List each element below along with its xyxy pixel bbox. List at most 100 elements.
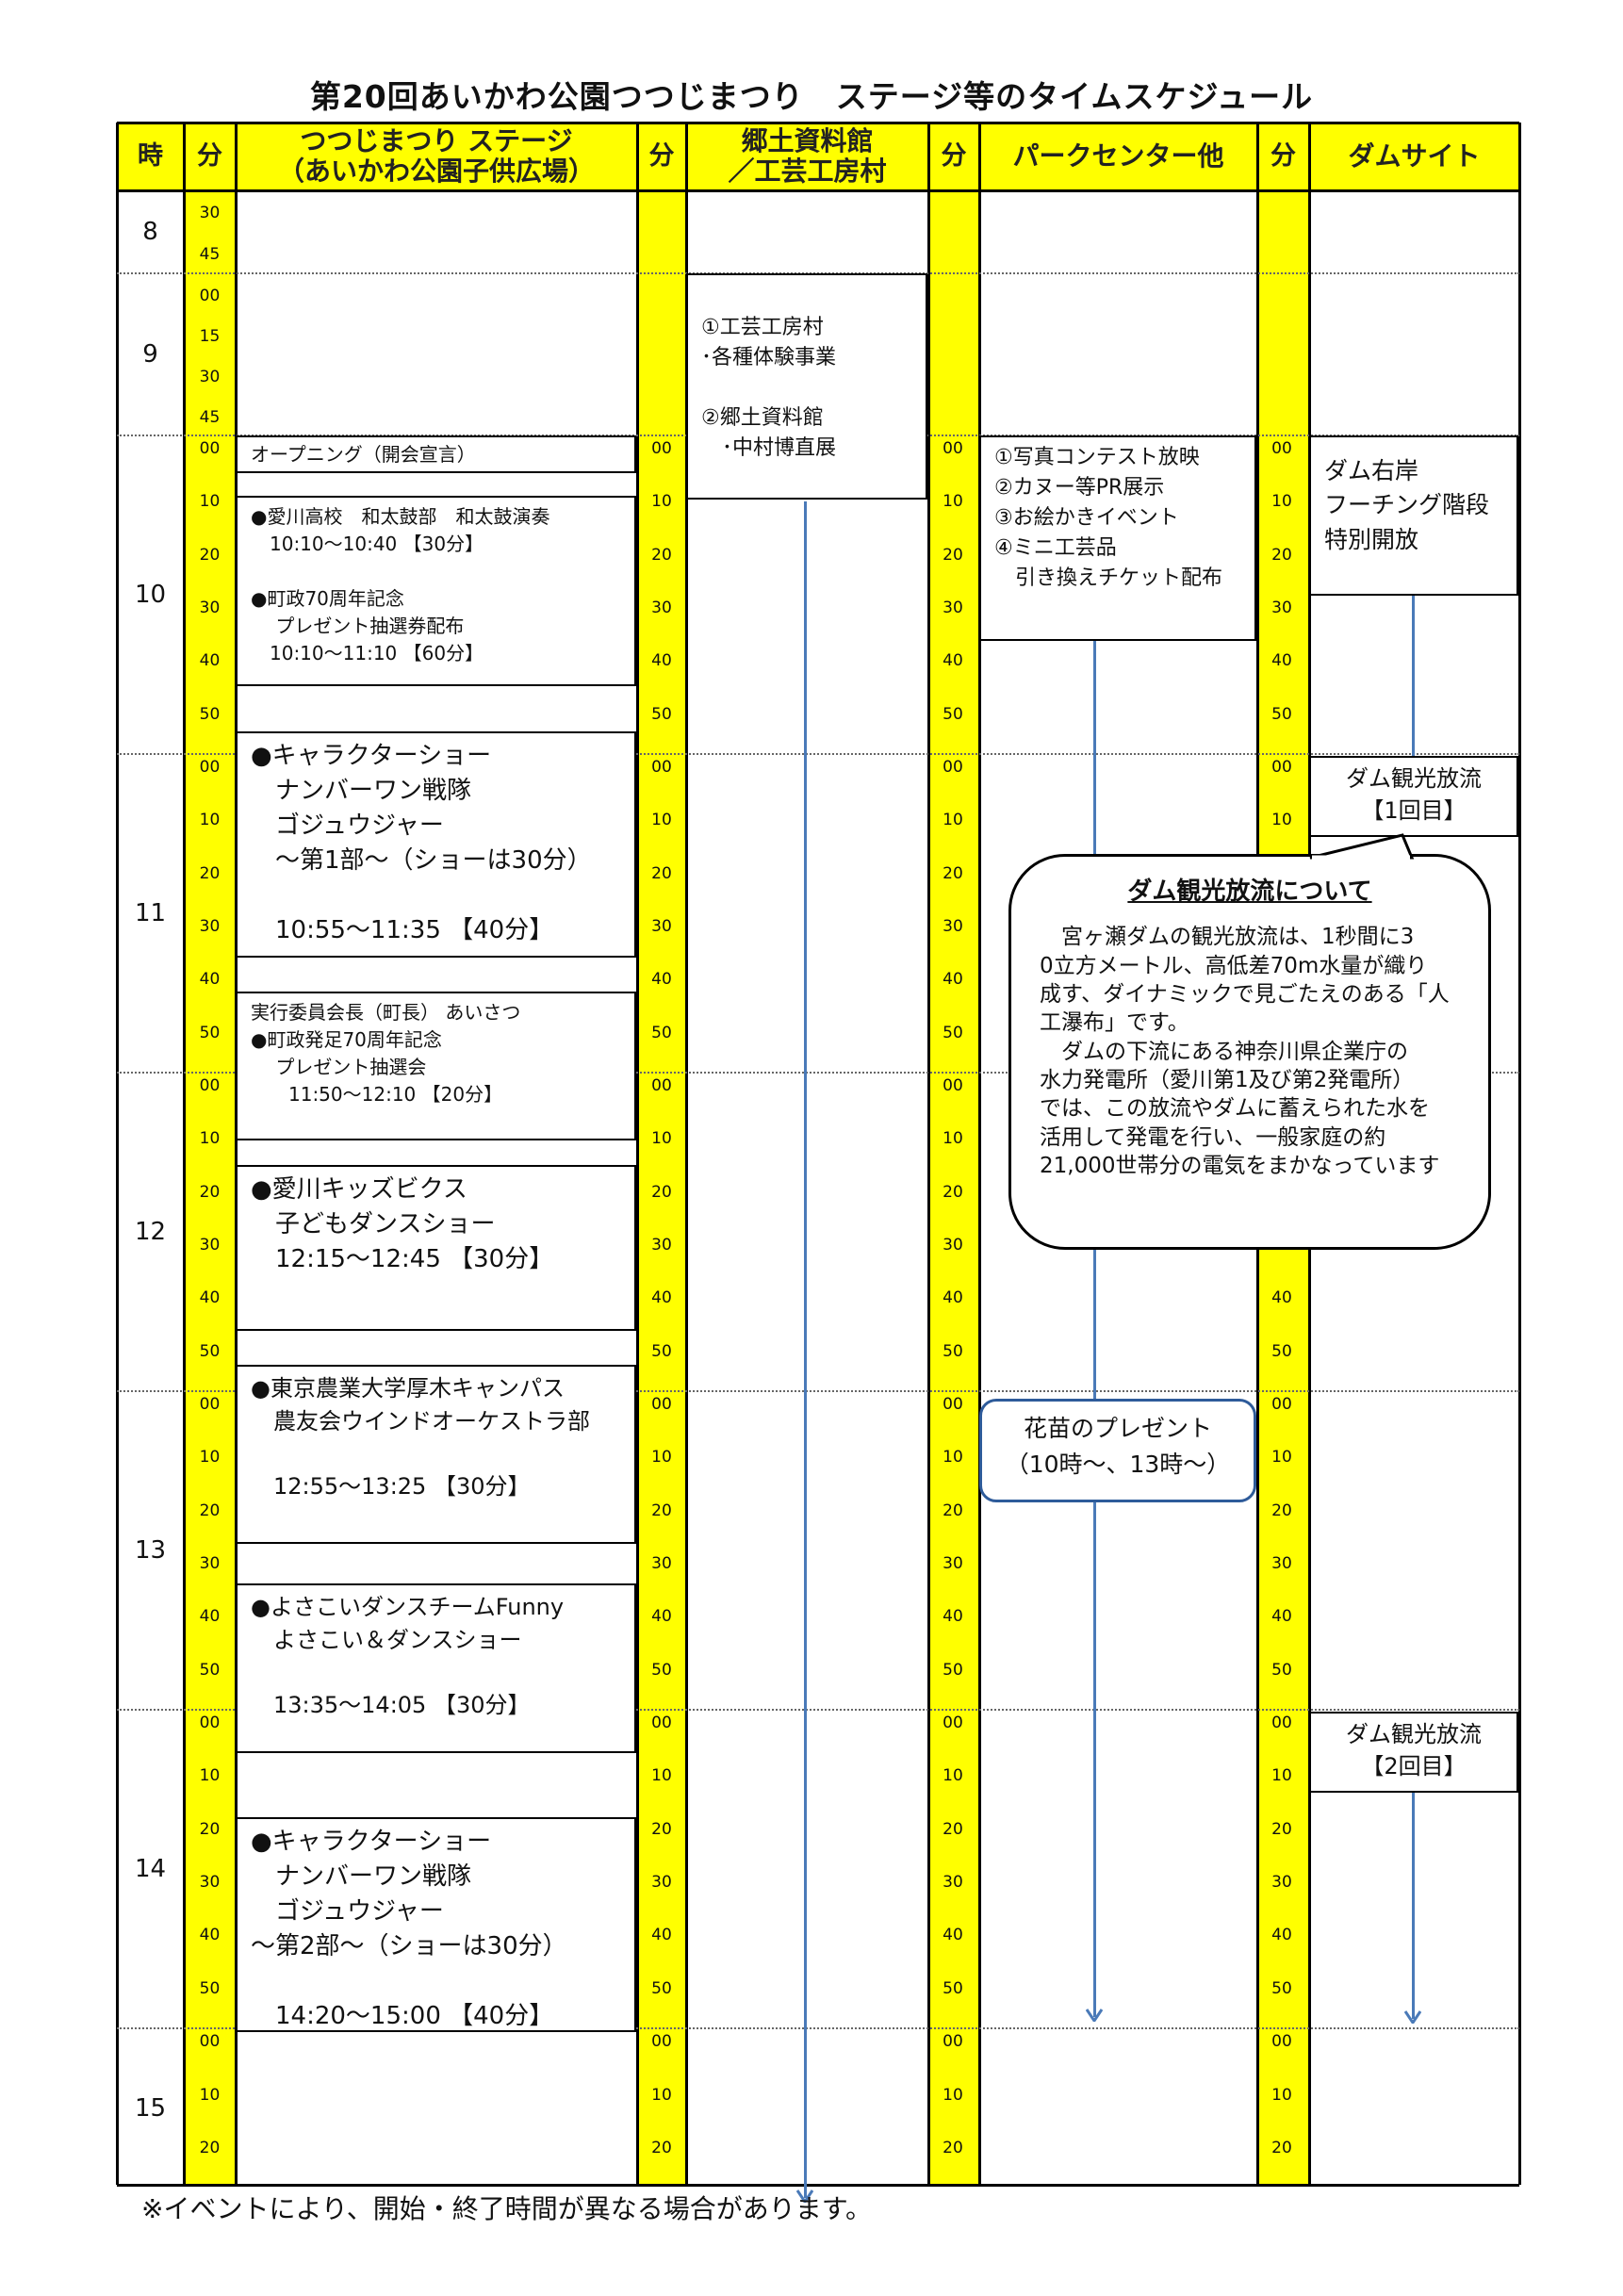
text-line: ゴジュウジャー xyxy=(251,811,444,840)
minute-label: 40 xyxy=(943,1288,963,1308)
minute-label: 00 xyxy=(199,286,221,305)
opening-box: オープニング（開会宣言） xyxy=(236,435,636,473)
kyodo-arrow-line xyxy=(804,501,807,2198)
tokyo-agri-box: ●東京農業大学厚木キャンパス 農友会ウインドオーケストラ部 12:55～13:2… xyxy=(236,1365,636,1544)
header-stage: つつじまつり ステージ （あいかわ公園子供広場） xyxy=(236,123,637,190)
minute-label: 10 xyxy=(943,492,963,512)
header-hour: 時 xyxy=(117,123,184,190)
callout-title: ダム観光放流について xyxy=(1127,877,1372,906)
minute-label: 10 xyxy=(651,811,672,830)
header-minute-4: 分 xyxy=(1257,123,1309,190)
minute-label: 50 xyxy=(199,1023,221,1042)
minute-label: 20 xyxy=(199,863,221,883)
minute-label: 40 xyxy=(651,1926,672,1945)
minute-label: 40 xyxy=(199,1607,221,1627)
minute-label: 20 xyxy=(943,863,963,883)
minute-label: 50 xyxy=(1271,1660,1292,1680)
text-line: フーチング階段 xyxy=(1324,491,1490,519)
text-line: ゴジュウジャー xyxy=(251,1896,444,1926)
grid-vline-6 xyxy=(978,123,981,2185)
minute-label: 00 xyxy=(943,2032,963,2051)
minute-label: 50 xyxy=(1271,1978,1292,1998)
text-line: ①工芸工房村 xyxy=(701,316,824,339)
text-line: ●愛川高校 和太鼓部 和太鼓演奏 xyxy=(251,505,550,528)
text-line: 実行委員会長（町長） あいさつ xyxy=(251,1001,521,1024)
dam-release-1-box: ダム観光放流【1回目】 xyxy=(1309,756,1518,837)
minute-label: 45 xyxy=(199,245,221,265)
text-line: ●キャラクターショー xyxy=(251,742,492,770)
text-line: （10時～、13時～） xyxy=(1005,1450,1231,1478)
minute-label: 50 xyxy=(199,1341,221,1361)
minute-label: 40 xyxy=(651,1288,672,1308)
hour-label: 11 xyxy=(134,899,167,927)
text-line: 引き換えチケット配布 xyxy=(994,566,1223,590)
minute-label: 40 xyxy=(199,970,221,990)
minute-label: 30 xyxy=(943,599,963,617)
minute-label: 10 xyxy=(1271,1448,1292,1468)
text-line: 花苗のプレゼント xyxy=(1023,1415,1212,1442)
grid-bottom-line xyxy=(117,2184,1519,2187)
minute-label: 30 xyxy=(1271,1554,1292,1573)
header-minute-3: 分 xyxy=(928,123,979,190)
minute-label: 50 xyxy=(199,704,221,724)
minute-label: 40 xyxy=(943,970,963,990)
text-line xyxy=(251,1657,621,1690)
minute-label: 40 xyxy=(199,1288,221,1308)
minute-label: 00 xyxy=(199,1714,221,1732)
minute-label: 30 xyxy=(943,1554,963,1573)
flower-present-box: 花苗のプレゼント （10時～、13時～） xyxy=(979,1399,1256,1502)
minute-label: 20 xyxy=(651,1501,672,1520)
text-line: ナンバーワン戦隊 xyxy=(251,776,472,805)
minute-label: 40 xyxy=(1271,651,1292,671)
minute-label: 50 xyxy=(651,1978,672,1998)
text-line: 特別開放 xyxy=(1324,525,1419,553)
hour-divider xyxy=(117,2027,1519,2029)
text-line: ②郷土資料館 xyxy=(701,405,824,430)
dam-arrow-line-1 xyxy=(1412,596,1415,756)
minute-label: 20 xyxy=(199,1501,221,1520)
dam-arrow-line-2 xyxy=(1412,1793,1415,2019)
yosakoi-box: ●よさこいダンスチームFunny よさこい＆ダンスショー 13:35～14:05… xyxy=(236,1583,636,1753)
text-line: 子どもダンスショー xyxy=(251,1209,496,1238)
grid-header-line xyxy=(117,189,1519,192)
text-line: ダム観光放流 xyxy=(1346,1721,1482,1747)
text-line: ～第1部～（ショーは30分） xyxy=(251,845,592,875)
minute-label: 20 xyxy=(199,2139,221,2158)
minute-column-1 xyxy=(184,123,236,2185)
minute-label: 10 xyxy=(651,1766,672,1786)
minute-label: 50 xyxy=(943,1660,963,1680)
minute-label: 00 xyxy=(1271,2032,1292,2051)
hour-label: 8 xyxy=(142,218,158,246)
text-line: 宮ヶ瀬ダムの観光放流は、1秒間に3 xyxy=(1040,925,1415,950)
text-line: ●町政70周年記念 xyxy=(251,587,404,610)
minute-label: 20 xyxy=(943,545,963,565)
minute-label: 10 xyxy=(651,2085,672,2105)
minute-label: 50 xyxy=(943,1978,963,1998)
minute-label: 50 xyxy=(651,704,672,724)
minute-label: 30 xyxy=(1271,599,1292,617)
minute-label: 00 xyxy=(1271,758,1292,777)
park-arrow-line xyxy=(1093,641,1096,2017)
header-kyodo: 郷土資料館 ／工芸工房村 xyxy=(686,123,928,190)
minute-label: 40 xyxy=(943,1926,963,1945)
header-minute-2: 分 xyxy=(637,123,686,190)
grid-top-line xyxy=(117,122,1519,124)
minute-label: 15 xyxy=(199,326,221,346)
hour-label: 10 xyxy=(134,581,167,609)
hour-divider xyxy=(117,753,1519,755)
text-line: 12:55～13:25 【30分】 xyxy=(251,1473,531,1501)
minute-label: 10 xyxy=(943,1448,963,1468)
footnote: ※イベントにより、開始・終了時間が異なる場合があります。 xyxy=(141,2193,872,2224)
minute-label: 00 xyxy=(651,1076,672,1095)
minute-label: 00 xyxy=(943,758,963,777)
minute-label: 00 xyxy=(199,439,221,458)
grid-vline-3 xyxy=(636,123,639,2185)
dam-release-2-box: ダム観光放流【2回目】 xyxy=(1309,1712,1518,1793)
text-line: 【1回目】 xyxy=(1361,796,1467,824)
minute-label: 20 xyxy=(1271,1819,1292,1839)
character-show-2-box: ●キャラクターショー ナンバーワン戦隊 ゴジュウジャー～第2部～（ショーは30分… xyxy=(236,1817,636,2032)
text-line: ②カヌー等PR展示 xyxy=(994,475,1165,500)
grid-vline-2 xyxy=(235,123,238,2185)
text-line: 10:55～11:35 【40分】 xyxy=(251,915,554,944)
